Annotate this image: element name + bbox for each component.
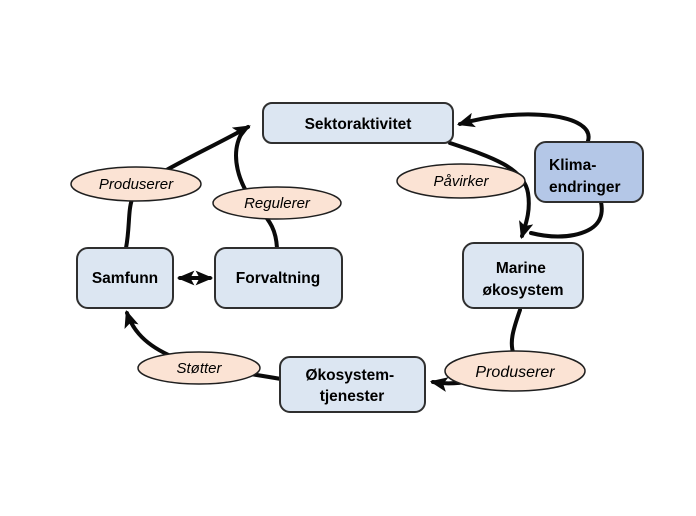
produserer-bottom-label: Produserer (475, 364, 555, 381)
regulerer-label: Regulerer (244, 195, 311, 212)
sektoraktivitet-box (262, 102, 454, 144)
stotter-ellipse (137, 351, 261, 385)
samfunn-box (76, 247, 174, 309)
okosystem-tjenester-label: Økosystem- tjenester (305, 367, 398, 405)
arrow-klimaendringer-to-sektoraktivitet (456, 112, 591, 143)
produserer-top-label: Produserer (99, 176, 174, 193)
samfunn-label: Samfunn (92, 270, 158, 287)
arrow-sektoraktivitet-to-marine (448, 141, 534, 240)
forvaltning-box (214, 247, 343, 309)
pavirker-ellipse (396, 163, 526, 199)
edge-labels: Produserer Regulerer Påvirker Støtter Pr… (70, 163, 586, 392)
klimaendringer-label: Klima- endringer (549, 157, 620, 196)
produserer-top-ellipse (70, 166, 202, 202)
stotter-label: Støtter (176, 360, 222, 377)
produserer-bottom-ellipse (444, 350, 586, 392)
sektoraktivitet-label: Sektoraktivitet (305, 116, 412, 133)
marine-okosystem-box (462, 242, 584, 309)
node-boxes: Sektoraktivitet Klima- endringer Marine … (76, 102, 644, 413)
regulerer-ellipse (212, 186, 342, 220)
klimaendringer-box (534, 141, 644, 203)
pavirker-label: Påvirker (433, 173, 489, 190)
marine-okosystem-label: Marine økosystem (483, 260, 564, 299)
forvaltning-label: Forvaltning (236, 270, 320, 287)
arrow-klimaendringer-to-marine (529, 200, 604, 239)
okosystem-tjenester-box (279, 356, 426, 413)
